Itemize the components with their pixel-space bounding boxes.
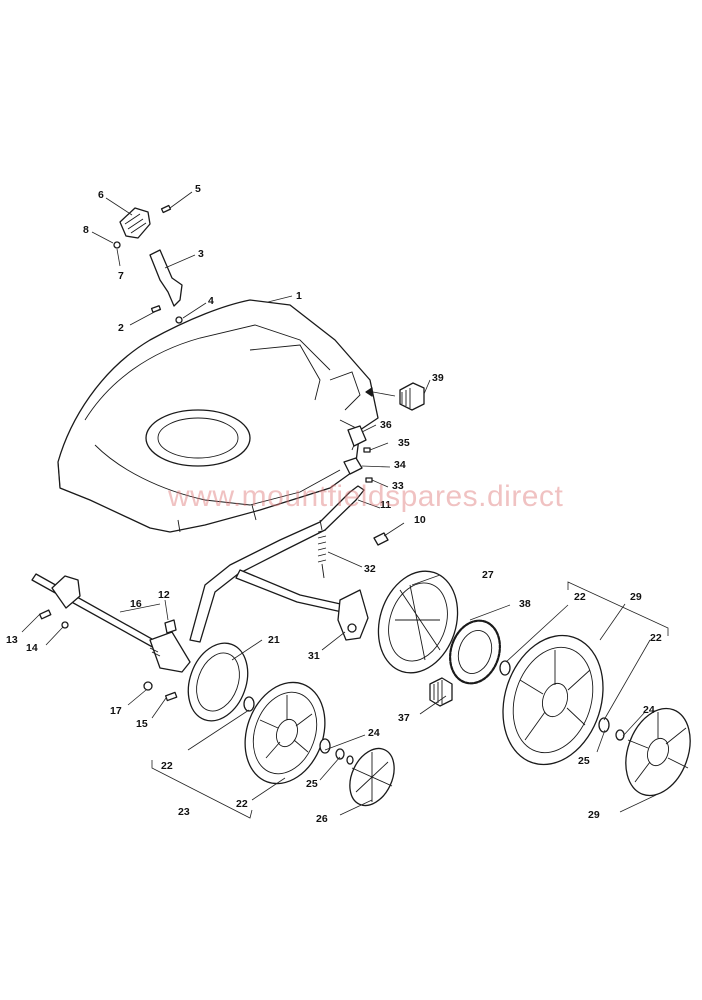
front-small-parts (38, 609, 178, 702)
callout-39: 39 (432, 372, 444, 384)
callout-27: 27 (482, 569, 494, 581)
callout-2: 2 (118, 322, 124, 334)
front-wheel-cap-26 (349, 747, 395, 807)
callout-16: 16 (130, 598, 142, 610)
callout-23: 23 (178, 806, 190, 818)
callout-22-front-a: 22 (161, 760, 173, 772)
callout-31: 31 (308, 650, 320, 662)
front-bearings (243, 696, 354, 765)
callout-15: 15 (136, 718, 148, 730)
callout-32: 32 (364, 563, 376, 575)
callout-12: 12 (158, 589, 170, 601)
callout-21: 21 (268, 634, 280, 646)
callout-38: 38 (519, 598, 531, 610)
callout-29-bottom: 29 (588, 809, 600, 821)
callout-7: 7 (118, 270, 124, 282)
callout-labels: 1 2 3 4 5 6 7 8 10 11 12 13 14 15 16 17 … (6, 183, 662, 825)
callout-11: 11 (380, 499, 391, 511)
callout-22-rear-b: 22 (650, 632, 662, 644)
callout-24-rear: 24 (643, 704, 655, 716)
callout-26: 26 (316, 813, 328, 825)
callout-17: 17 (110, 705, 122, 717)
gear-ring-38 (449, 619, 501, 685)
callout-35: 35 (398, 437, 410, 449)
bracket-36 (347, 425, 367, 447)
watermark-text: www.mountfieldspares.direct (168, 480, 564, 513)
callout-36: 36 (380, 419, 392, 431)
front-hubcap-21 (187, 642, 249, 722)
clip-34 (343, 447, 373, 483)
leader-lines (21, 191, 657, 816)
callout-13: 13 (6, 634, 18, 646)
callout-4: 4 (208, 295, 214, 307)
callout-25-front: 25 (306, 778, 318, 790)
callout-34: 34 (394, 459, 406, 471)
callout-29-top: 29 (630, 591, 642, 603)
rear-wheel-cap-29 (625, 707, 691, 797)
callout-8: 8 (83, 224, 89, 236)
pinion-37 (429, 677, 453, 707)
front-axle (31, 573, 191, 673)
callout-14: 14 (26, 642, 38, 654)
callout-25-rear: 25 (578, 755, 590, 767)
callout-5: 5 (195, 183, 201, 195)
spring-32 (317, 519, 327, 579)
callout-37: 37 (398, 712, 410, 724)
callout-22-front-b: 22 (236, 798, 248, 810)
callout-24-front: 24 (368, 727, 380, 739)
rear-wheel-group-bracket (567, 581, 669, 636)
height-adjust-lever (149, 249, 183, 307)
callout-33: 33 (392, 480, 404, 492)
callout-6: 6 (98, 189, 104, 201)
front-wheel (244, 681, 326, 785)
height-adjust-knob (119, 207, 151, 239)
callout-22-rear-a: 22 (574, 591, 586, 603)
callout-10: 10 (414, 514, 426, 526)
callout-1: 1 (296, 290, 302, 302)
rear-wheel (502, 634, 604, 766)
front-wheel-group-bracket (151, 760, 253, 819)
gear-bush-39 (365, 382, 425, 411)
rear-hubcap-27 (377, 570, 459, 674)
callout-3: 3 (198, 248, 204, 260)
drive-bracket-31 (337, 589, 369, 641)
